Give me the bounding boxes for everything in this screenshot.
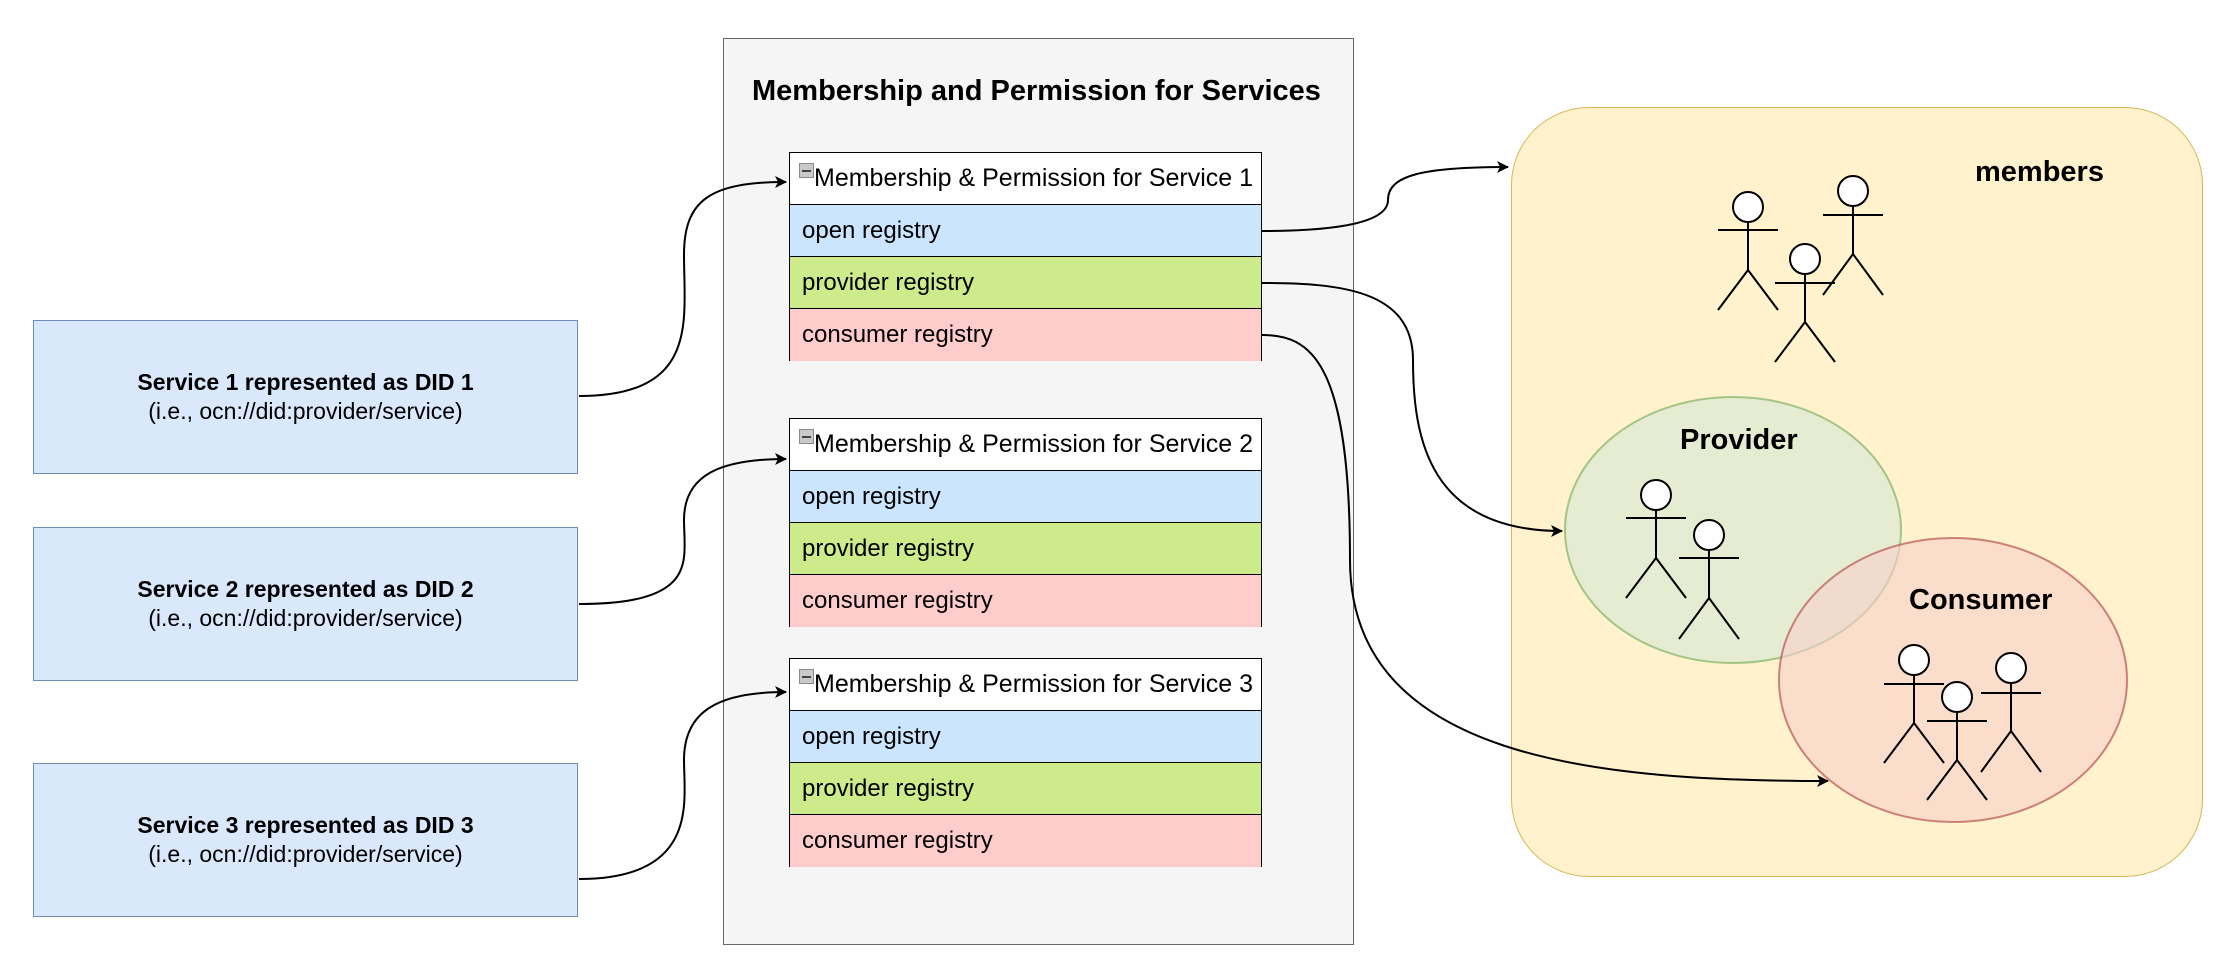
table-1-header-label: Membership & Permission for Service 1 <box>814 164 1254 192</box>
provider-label: Provider <box>1680 424 1798 456</box>
collapse-icon[interactable] <box>799 429 814 444</box>
consumer-actor-icon <box>1980 652 2042 773</box>
service-2-title: Service 2 represented as DID 2 <box>137 576 474 602</box>
collapse-icon[interactable] <box>799 669 814 684</box>
member-actor-icon <box>1822 175 1884 296</box>
consumer-ellipse <box>1778 537 2128 823</box>
table-1-consumer-registry: consumer registry <box>790 309 1261 361</box>
membership-table-3: Membership & Permission for Service 3 op… <box>789 658 1262 867</box>
membership-table-2: Membership & Permission for Service 2 op… <box>789 418 1262 627</box>
member-actor-icon <box>1717 191 1779 311</box>
table-2-header-label: Membership & Permission for Service 2 <box>814 430 1254 458</box>
container-title: Membership and Permission for Services <box>752 75 1321 107</box>
service-2-subtitle: (i.e., ocn://did:provider/service) <box>148 605 463 631</box>
service-1-title: Service 1 represented as DID 1 <box>137 369 474 395</box>
table-3-consumer-registry: consumer registry <box>790 815 1261 867</box>
provider-actor-icon <box>1678 519 1740 640</box>
table-3-provider-registry: provider registry <box>790 763 1261 815</box>
service-1-box: Service 1 represented as DID 1 (i.e., oc… <box>33 320 578 474</box>
connector-consumer-registry <box>1261 334 1829 787</box>
provider-actor-icon <box>1625 479 1687 599</box>
consumer-actor-icon <box>1883 644 1945 764</box>
connector-open-registry <box>1261 161 1509 232</box>
service-3-title: Service 3 represented as DID 3 <box>137 812 474 838</box>
connector-service-3 <box>578 686 787 880</box>
table-3-open-registry: open registry <box>790 711 1261 763</box>
service-1-subtitle: (i.e., ocn://did:provider/service) <box>148 398 463 424</box>
consumer-label: Consumer <box>1909 584 2053 616</box>
membership-table-1: Membership & Permission for Service 1 op… <box>789 152 1262 361</box>
table-1-provider-registry: provider registry <box>790 257 1261 309</box>
table-2-header[interactable]: Membership & Permission for Service 2 <box>790 419 1261 471</box>
member-actor-icon <box>1774 243 1836 363</box>
table-2-open-registry: open registry <box>790 471 1261 523</box>
table-3-header[interactable]: Membership & Permission for Service 3 <box>790 659 1261 711</box>
consumer-actor-icon <box>1926 681 1988 801</box>
table-2-consumer-registry: consumer registry <box>790 575 1261 627</box>
connector-service-2 <box>578 453 787 605</box>
service-3-subtitle: (i.e., ocn://did:provider/service) <box>148 841 463 867</box>
table-1-header[interactable]: Membership & Permission for Service 1 <box>790 153 1261 205</box>
connector-service-1 <box>578 176 787 397</box>
connector-provider-registry <box>1261 282 1563 537</box>
table-1-open-registry: open registry <box>790 205 1261 257</box>
members-label: members <box>1975 156 2104 188</box>
collapse-icon[interactable] <box>799 163 814 178</box>
table-2-provider-registry: provider registry <box>790 523 1261 575</box>
table-3-header-label: Membership & Permission for Service 3 <box>814 670 1254 698</box>
service-2-box: Service 2 represented as DID 2 (i.e., oc… <box>33 527 578 681</box>
service-3-box: Service 3 represented as DID 3 (i.e., oc… <box>33 763 578 917</box>
